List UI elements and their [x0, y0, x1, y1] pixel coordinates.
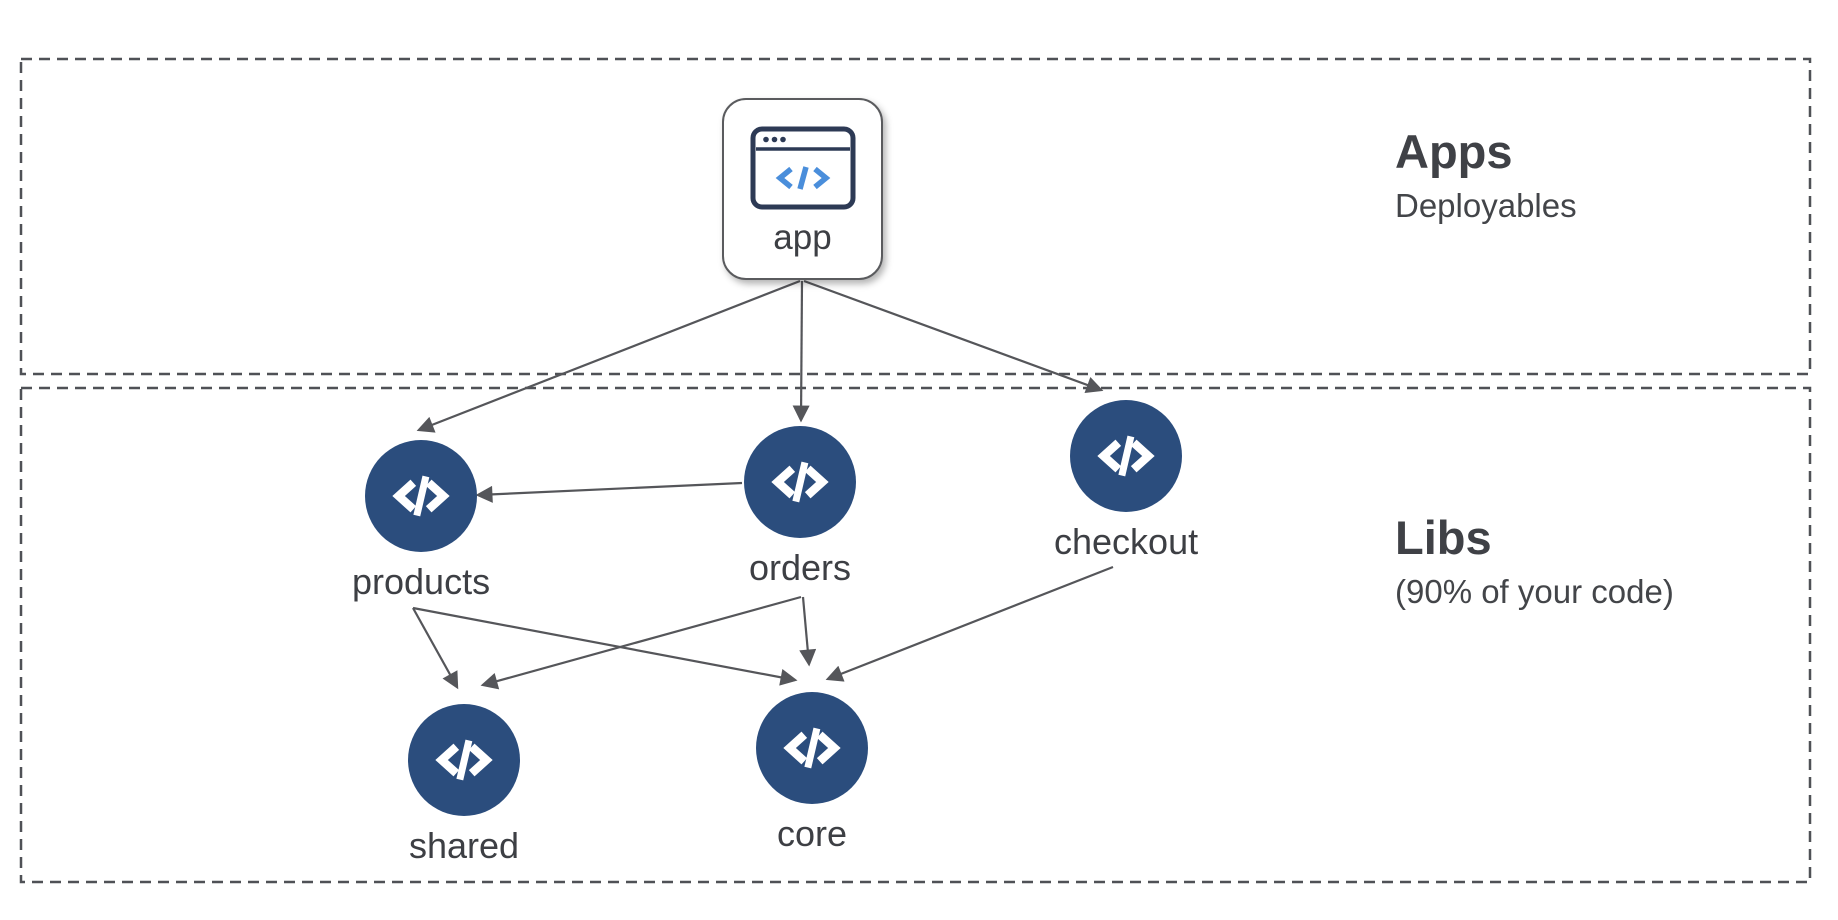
- edge-orders-core: [799, 596, 817, 667]
- node-orders: orders: [744, 426, 856, 588]
- apps-subtitle: Deployables: [1395, 186, 1577, 224]
- code-icon: [744, 426, 856, 538]
- node-products: products: [352, 440, 490, 602]
- node-checkout: checkout: [1054, 400, 1198, 562]
- libs-group-label: Libs (90% of your code): [1395, 512, 1674, 614]
- code-icon: [756, 692, 868, 804]
- code-icon: [408, 704, 520, 816]
- node-label: products: [352, 561, 491, 602]
- libs-subtitle: (90% of your code): [1395, 572, 1674, 610]
- libs-group-box: [19, 386, 1812, 884]
- edge-orders-products: [475, 481, 743, 503]
- node-label: app: [773, 218, 832, 257]
- node-core: core: [756, 692, 868, 854]
- node-label: core: [776, 813, 848, 854]
- code-icon: [365, 440, 478, 552]
- edge-app-checkout: [803, 279, 1104, 394]
- node-label: orders: [748, 547, 852, 588]
- edge-orders-shared: [480, 595, 802, 690]
- node-label: shared: [408, 825, 520, 866]
- edge-products-shared: [412, 607, 459, 690]
- node-label: checkout: [1054, 521, 1199, 562]
- apps-title: Apps: [1395, 125, 1513, 178]
- edge-app-products: [416, 279, 801, 433]
- apps-group-box: [19, 57, 1812, 376]
- node-shared: shared: [408, 704, 520, 866]
- edge-checkout-core: [825, 565, 1114, 682]
- libs-title: Libs: [1395, 511, 1492, 564]
- apps-group-label: Apps Deployables: [1395, 126, 1577, 228]
- node-app: app: [722, 98, 883, 280]
- browser-window-code-icon: [750, 126, 855, 210]
- edge-app-orders: [792, 280, 810, 423]
- code-icon: [1070, 400, 1183, 512]
- edge-products-core: [412, 606, 798, 686]
